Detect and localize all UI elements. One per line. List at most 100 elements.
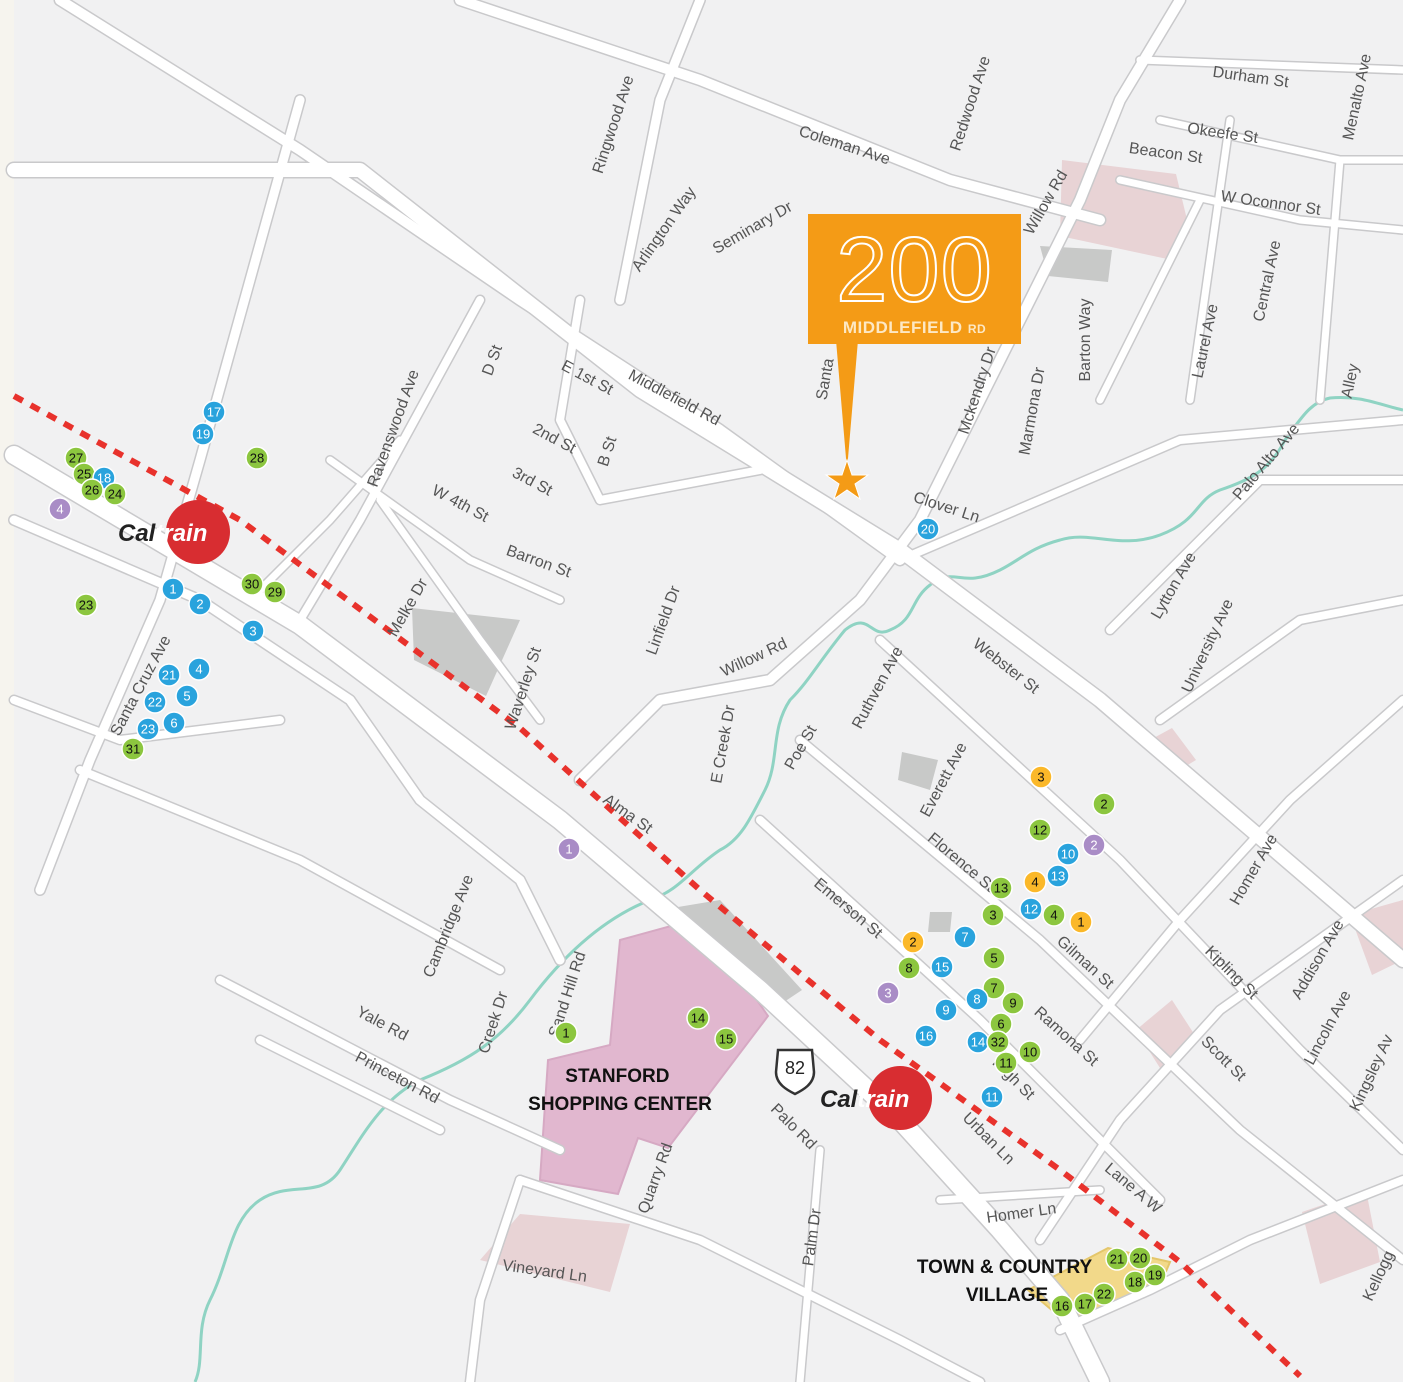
marker-circle [554,1021,578,1045]
marker-green-13[interactable]: 13 [989,876,1013,900]
marker-circle [980,1085,1004,1109]
address-street: MIDDLEFIELD RD [808,318,1021,338]
marker-number: 1 [562,1026,569,1041]
marker-green-29[interactable]: 29 [263,580,287,604]
marker-purple-2[interactable]: 2 [1082,833,1106,857]
marker-green-3[interactable]: 3 [981,903,1005,927]
marker-blue-22[interactable]: 22 [143,690,167,714]
marker-green-11[interactable]: 11 [994,1051,1018,1075]
marker-green-1[interactable]: 1 [554,1021,578,1045]
caltrain-logo-text: Caltrain [118,520,207,547]
marker-green-26[interactable]: 26 [80,478,104,502]
marker-green-7[interactable]: 7 [982,976,1006,1000]
marker-yellow-2[interactable]: 2 [901,930,925,954]
marker-number: 8 [973,992,980,1007]
marker-blue-9[interactable]: 9 [934,998,958,1022]
marker-number: 3 [249,624,256,639]
marker-circle [914,1024,938,1048]
road [326,456,564,604]
marker-number: 12 [1033,823,1047,838]
marker-green-19[interactable]: 19 [1143,1263,1167,1287]
marker-blue-21[interactable]: 21 [157,663,181,687]
marker-green-30[interactable]: 30 [240,572,264,596]
marker-blue-11[interactable]: 11 [980,1085,1004,1109]
marker-green-17[interactable]: 17 [1073,1292,1097,1316]
marker-green-23[interactable]: 23 [74,593,98,617]
marker-circle [994,1051,1018,1075]
caltrain-station-palo-alto[interactable]: Caltrain [820,1066,932,1130]
marker-green-32[interactable]: 32 [986,1030,1010,1054]
marker-blue-1[interactable]: 1 [161,577,185,601]
road [936,1186,1104,1204]
marker-blue-5[interactable]: 5 [175,684,199,708]
marker-number: 18 [1128,1275,1142,1290]
road [1156,596,1403,724]
marker-green-16[interactable]: 16 [1050,1294,1074,1318]
marker-blue-20[interactable]: 20 [916,517,940,541]
marker-purple-3[interactable]: 3 [876,981,900,1005]
marker-green-10[interactable]: 10 [1018,1040,1042,1064]
marker-green-14[interactable]: 14 [686,1006,710,1030]
marker-blue-23[interactable]: 23 [136,717,160,741]
marker-green-15[interactable]: 15 [714,1027,738,1051]
marker-green-9[interactable]: 9 [1001,991,1025,1015]
marker-green-18[interactable]: 18 [1123,1270,1147,1294]
marker-blue-15[interactable]: 15 [930,955,954,979]
marker-green-20[interactable]: 20 [1128,1246,1152,1270]
marker-blue-2[interactable]: 2 [188,592,212,616]
marker-blue-4[interactable]: 4 [187,657,211,681]
marker-yellow-3[interactable]: 3 [1029,765,1053,789]
road [376,496,544,724]
marker-blue-13[interactable]: 13 [1046,864,1070,888]
address-callout[interactable]: 200 MIDDLEFIELD RD [808,214,1021,344]
marker-blue-14[interactable]: 14 [966,1030,990,1054]
marker-green-24[interactable]: 24 [103,482,127,506]
marker-blue-3[interactable]: 3 [241,619,265,643]
marker-blue-6[interactable]: 6 [162,711,186,735]
marker-green-12[interactable]: 12 [1028,818,1052,842]
marker-circle [103,482,127,506]
caltrain-station-menlo-park[interactable]: Caltrain [118,500,230,564]
marker-green-5[interactable]: 5 [982,946,1006,970]
marker-purple-1[interactable]: 1 [557,837,581,861]
marker-blue-19[interactable]: 19 [191,422,215,446]
marker-blue-16[interactable]: 16 [914,1024,938,1048]
marker-circle [986,1030,1010,1054]
marker-green-28[interactable]: 28 [245,446,269,470]
marker-number: 9 [1009,996,1016,1011]
callout-pointer [836,340,858,470]
marker-blue-8[interactable]: 8 [965,987,989,1011]
marker-circle [982,946,1006,970]
road [1106,476,1403,634]
marker-number: 29 [268,585,282,600]
marker-green-21[interactable]: 21 [1105,1247,1129,1271]
left-margin [0,0,14,1382]
marker-blue-17[interactable]: 17 [202,400,226,424]
marker-yellow-4[interactable]: 4 [1023,870,1047,894]
road [1136,56,1403,74]
marker-green-2[interactable]: 2 [1092,792,1116,816]
marker-number: 28 [250,451,264,466]
road [1056,1176,1403,1334]
marker-green-8[interactable]: 8 [897,956,921,980]
marker-circle [981,903,1005,927]
marker-number: 10 [1061,847,1075,862]
property-location-pin[interactable] [824,340,870,501]
marker-circle [982,976,1006,1000]
marker-green-4[interactable]: 4 [1042,903,1066,927]
marker-circle [161,577,185,601]
caltrain-rail-line [12,393,1303,1379]
marker-green-31[interactable]: 31 [121,737,145,761]
marker-green-22[interactable]: 22 [1092,1282,1116,1306]
marker-green-6[interactable]: 6 [989,1012,1013,1036]
marker-number: 22 [148,695,162,710]
marker-yellow-1[interactable]: 1 [1069,910,1093,934]
road [796,736,1403,1264]
marker-blue-12[interactable]: 12 [1019,897,1043,921]
marker-purple-4[interactable]: 4 [48,497,72,521]
marker-number: 22 [1097,1287,1111,1302]
marker-number: 19 [1148,1268,1162,1283]
marker-blue-10[interactable]: 10 [1056,842,1080,866]
marker-blue-7[interactable]: 7 [953,925,977,949]
